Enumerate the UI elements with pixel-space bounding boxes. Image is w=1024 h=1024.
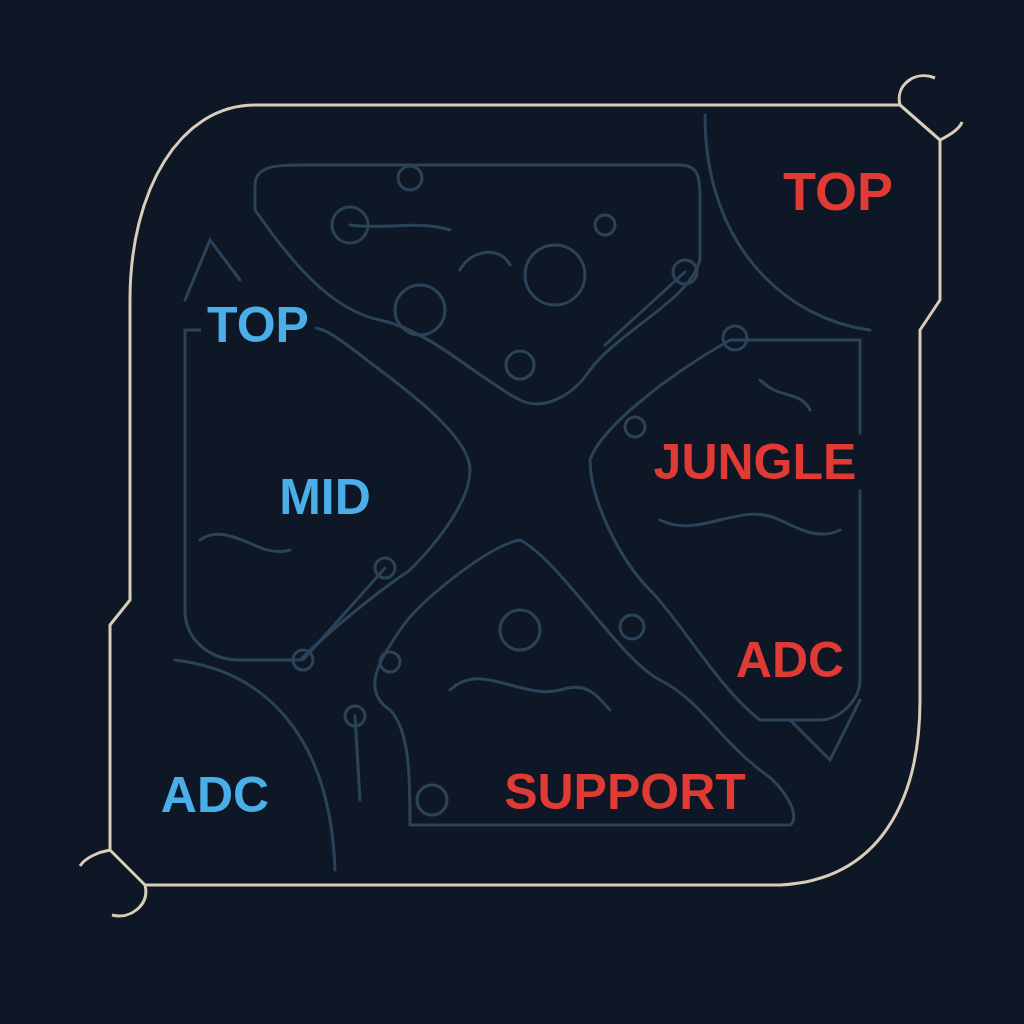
map-terrain (175, 115, 870, 870)
role-label: SUPPORT (498, 765, 752, 820)
role-label: TOP (201, 298, 315, 353)
role-label: ADC (155, 768, 275, 823)
map-border (80, 76, 962, 916)
role-label: JUNGLE (648, 435, 863, 490)
role-label: MID (273, 470, 377, 525)
role-label: ADC (730, 633, 850, 688)
role-label: TOP (777, 162, 899, 221)
